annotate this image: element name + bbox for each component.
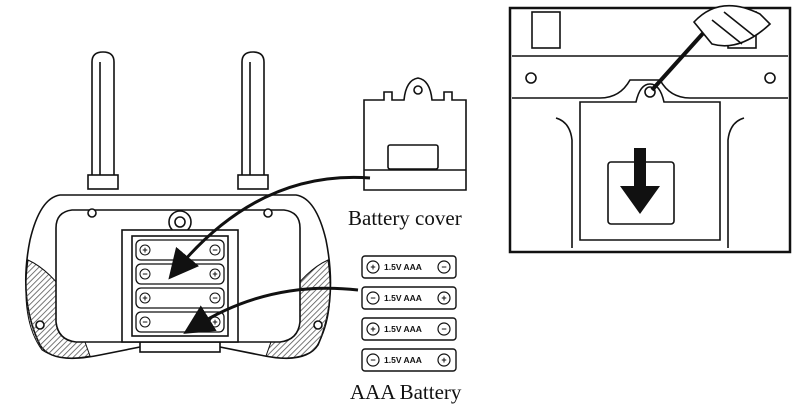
slot-right-terminal: + — [212, 269, 217, 279]
slot-left-terminal: + — [142, 245, 147, 255]
aaa-battery-list: +−1.5V AAA−+1.5V AAA+−1.5V AAA−+1.5V AAA — [361, 255, 457, 372]
aaa-battery: + − 1.5V AAA — [361, 255, 457, 279]
compartment-slot: +− — [135, 239, 225, 261]
compartment-slot: +− — [135, 287, 225, 309]
slot-right-terminal: + — [212, 317, 217, 327]
screwdriver-icon — [650, 4, 772, 92]
battery-label-text: 1.5V AAA — [384, 355, 422, 365]
slot-right-terminal: − — [212, 293, 217, 303]
battery-left-terminal: − — [370, 355, 375, 365]
battery-label-text: 1.5V AAA — [384, 293, 422, 303]
right-antenna — [237, 51, 269, 190]
compartment-slot: −+ — [135, 311, 225, 333]
inset-panel — [508, 4, 792, 254]
slot-left-terminal: + — [142, 293, 147, 303]
battery-arrow — [183, 286, 359, 334]
battery-right-terminal: − — [441, 324, 446, 334]
battery-cover-label: Battery cover — [348, 206, 462, 230]
down-arrow-icon — [620, 148, 660, 214]
battery-cover-icon — [363, 77, 467, 191]
aaa-battery: + − 1.5V AAA — [361, 317, 457, 341]
slot-left-terminal: − — [142, 269, 147, 279]
battery-label-text: 1.5V AAA — [384, 324, 422, 334]
battery-left-terminal: + — [370, 262, 375, 272]
battery-right-terminal: − — [441, 262, 446, 272]
aaa-battery: − +1.5V AAA — [361, 348, 457, 372]
battery-left-terminal: − — [370, 293, 375, 303]
battery-right-terminal: + — [441, 355, 446, 365]
battery-label-text: 1.5V AAA — [384, 262, 422, 272]
slot-right-terminal: − — [212, 245, 217, 255]
battery-right-terminal: + — [441, 293, 446, 303]
aaa-battery: − +1.5V AAA — [361, 286, 457, 310]
battery-left-terminal: + — [370, 324, 375, 334]
battery-compartment: +−−++−−+ — [135, 239, 225, 333]
slot-left-terminal: − — [142, 317, 147, 327]
left-antenna — [87, 51, 119, 190]
cover-arrow — [168, 175, 371, 280]
aaa-battery-label: AAA Battery — [350, 380, 462, 404]
